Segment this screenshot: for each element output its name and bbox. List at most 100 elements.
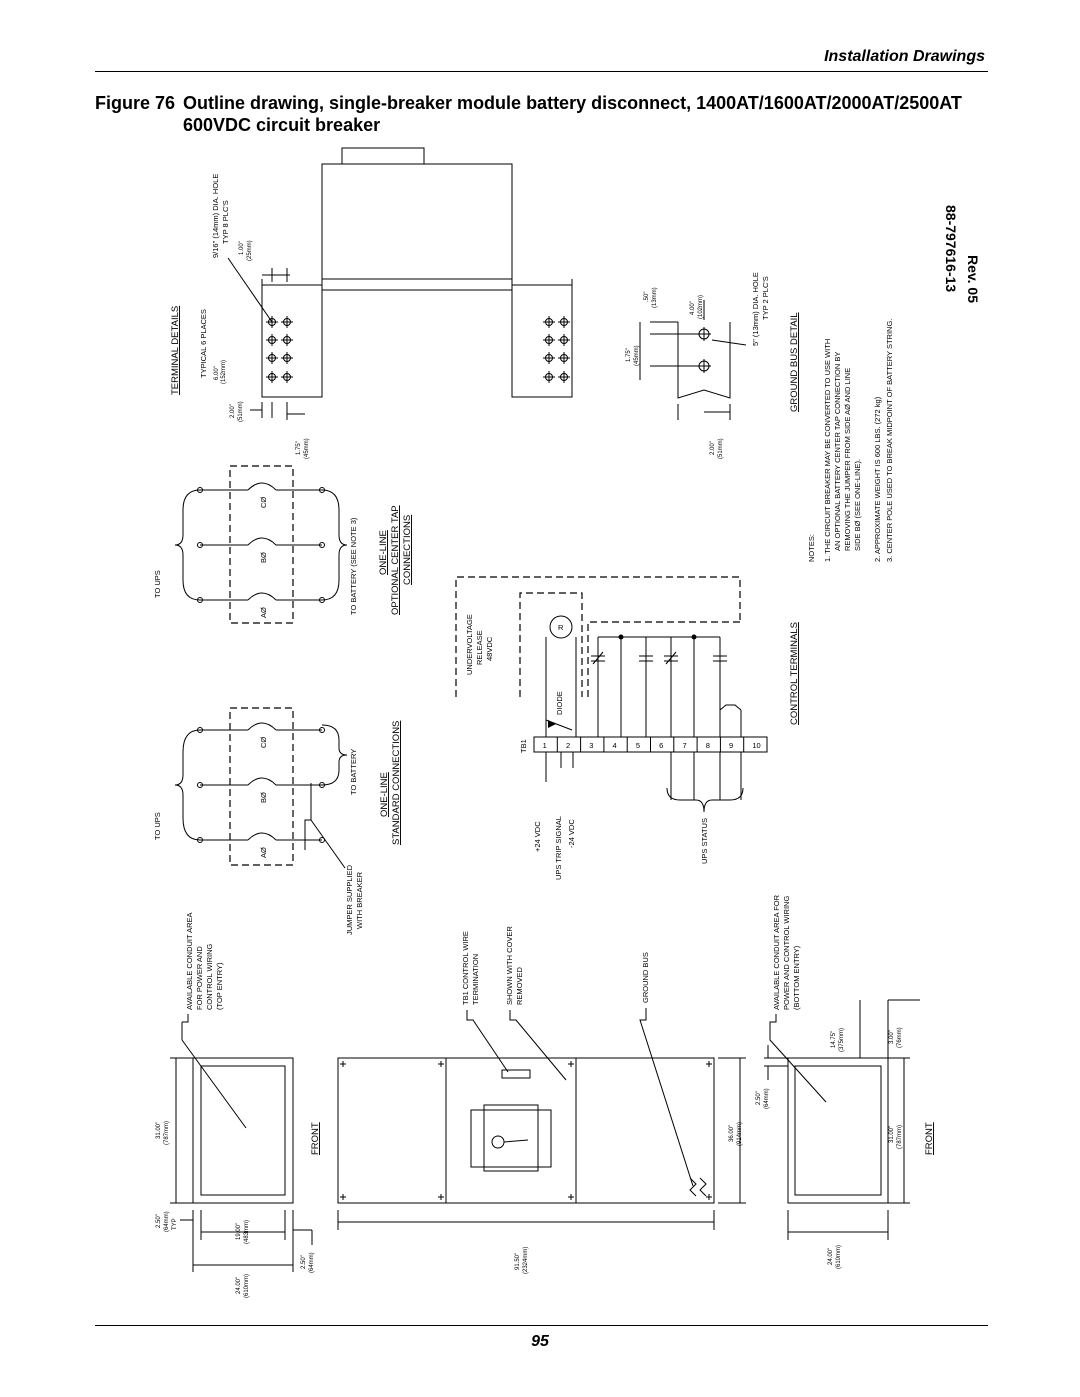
std-pole bbox=[197, 777, 325, 788]
fastener-mark bbox=[340, 1061, 346, 1067]
dim-31-a-group: 31.00" (787mm) bbox=[156, 1121, 170, 1145]
dim-36-mm: (914mm) bbox=[737, 1122, 743, 1146]
dim-250-c: 2.50" bbox=[756, 1091, 762, 1105]
note-1b: AN OPTIONAL BATTERY CENTER TAP CONNECTIO… bbox=[833, 352, 842, 551]
opt-pole bbox=[197, 592, 325, 603]
cover-callout-2: REMOVED bbox=[515, 966, 524, 1005]
figure-label: Figure 76 bbox=[95, 93, 176, 113]
gb-title-group: GROUND BUS DETAIL bbox=[789, 312, 800, 412]
dim-36: 36.00" bbox=[729, 1125, 735, 1142]
dim-915-group: 91.50" (2324mm) bbox=[515, 1247, 529, 1274]
minus24-label: -24 VDC bbox=[567, 819, 576, 848]
opt-pole-label: AØ bbox=[259, 607, 268, 618]
dim-19-group: 19.00" (483mm) bbox=[236, 1220, 250, 1244]
dim-24-a-group: 24.00" (610mm) bbox=[236, 1274, 250, 1298]
notes-block: NOTES: 1. THE CIRCUIT BREAKER MAY BE CON… bbox=[807, 319, 894, 562]
terminal-hole bbox=[281, 334, 293, 346]
caption-line-1: Outline drawing, single-breaker module b… bbox=[183, 93, 962, 113]
terminal-details-labels: TERMINAL DETAILS bbox=[170, 306, 181, 395]
tb1-terminal: 1 bbox=[543, 741, 547, 750]
bottom-conduit-callout: AVAILABLE CONDUIT AREA FOR POWER AND CON… bbox=[772, 894, 801, 1010]
note-1d: SIDE BØ (SEE ONE-LINE). bbox=[853, 459, 862, 551]
std-pole-label: AØ bbox=[259, 847, 268, 858]
hole-note-group: 9/16" (14mm) DIA. HOLE TYP 8 PLC'S bbox=[211, 174, 230, 258]
jumper-group: JUMPER SUPPLIED WITH BREAKER bbox=[345, 864, 364, 935]
drawing-number: 88-797616-13 bbox=[943, 205, 959, 292]
front-label-a: FRONT bbox=[310, 1122, 321, 1155]
tb1-terminal: 2 bbox=[566, 741, 570, 750]
main-cabinet-view bbox=[337, 1057, 746, 1230]
dim-1475: 14.75" bbox=[831, 1031, 837, 1048]
dim-250-a: 2.50" bbox=[156, 1214, 162, 1228]
cover-callout: SHOWN WITH COVER REMOVED bbox=[505, 926, 524, 1005]
fastener-mark bbox=[706, 1194, 712, 1200]
top-conduit-1: AVAILABLE CONDUIT AREA bbox=[185, 912, 194, 1010]
gb-dim-050-group: .50" (13mm) bbox=[644, 287, 658, 308]
terminal-hole bbox=[543, 352, 555, 364]
dim-19-mm: (483mm) bbox=[244, 1220, 250, 1244]
std-title-1: ONE-LINE bbox=[379, 772, 390, 817]
terminal-hole bbox=[266, 334, 278, 346]
dim-175-group: 1.75" (45mm) bbox=[296, 438, 310, 459]
gb-dim-050: .50" bbox=[644, 292, 650, 302]
plus24-label: +24 VDC bbox=[533, 821, 542, 852]
opt-pole bbox=[197, 482, 325, 493]
std-pole-label: BØ bbox=[259, 792, 268, 803]
front-label-b: FRONT bbox=[924, 1122, 935, 1155]
gb-hole-note-group: 5" (13mm) DIA. HOLE TYP 2 PLC'S bbox=[751, 272, 770, 346]
dim-300: 3.00" bbox=[889, 1030, 895, 1044]
dim-1475-group: 14.75" (375mm) bbox=[831, 1028, 845, 1052]
cover-callout-1: SHOWN WITH COVER bbox=[505, 926, 514, 1005]
opt-to-ups: TO UPS bbox=[153, 570, 162, 598]
plus24-group: +24 VDC bbox=[533, 821, 542, 852]
tb1-callout-2: TERMINATION bbox=[471, 954, 480, 1005]
gb-dim-400-group: 4.00" (102mm) bbox=[690, 295, 704, 319]
gb-hole-note-1: 5" (13mm) DIA. HOLE bbox=[751, 272, 760, 346]
top-conduit-3: CONTROL WIRING bbox=[205, 943, 214, 1010]
terminal-details-title: TERMINAL DETAILS bbox=[170, 306, 181, 395]
ct-title: CONTROL TERMINALS bbox=[789, 622, 800, 725]
diode-label: DIODE bbox=[555, 691, 564, 715]
dim-19: 19.00" bbox=[236, 1223, 242, 1240]
jumper-1: JUMPER SUPPLIED bbox=[345, 864, 354, 935]
tb1-callout: TB1 CONTROL WIRE TERMINATION bbox=[461, 931, 480, 1005]
std-to-battery: TO BATTERY bbox=[349, 749, 358, 795]
terminal-hole bbox=[543, 316, 555, 328]
dim-24-b: 24.00" bbox=[828, 1248, 834, 1265]
tb1-terminal: 6 bbox=[659, 741, 663, 750]
relay-r: R bbox=[558, 623, 564, 632]
dim-31-a-mm: (787mm) bbox=[164, 1121, 170, 1145]
diode-label-group: DIODE bbox=[555, 691, 564, 715]
front-b-group: FRONT bbox=[924, 1122, 935, 1155]
tb1-callout-1: TB1 CONTROL WIRE bbox=[461, 931, 470, 1005]
terminal-hole bbox=[558, 316, 570, 328]
minus24-group: -24 VDC bbox=[567, 819, 576, 848]
terminal-hole bbox=[281, 352, 293, 364]
dim-31-a: 31.00" bbox=[156, 1122, 162, 1139]
gb-dim-400-mm: (102mm) bbox=[698, 295, 704, 319]
gb-dim-200-mm: (51mm) bbox=[718, 438, 724, 459]
drawing-number-block: 88-797616-13 Rev. 05 bbox=[943, 205, 981, 303]
cabinet-fastener-marks bbox=[340, 1061, 712, 1200]
jumper-2: WITH BREAKER bbox=[355, 871, 364, 929]
caption-line-2: 600VDC circuit breaker bbox=[183, 115, 381, 135]
dim-250-b-group: 2.50" (64mm) bbox=[301, 1252, 315, 1273]
terminal-hole bbox=[266, 371, 278, 383]
std-title-2: STANDARD CONNECTIONS bbox=[391, 721, 402, 845]
opt-pole-label: CØ bbox=[259, 497, 268, 508]
dim-300-group: 3.00" (76mm) bbox=[889, 1027, 903, 1048]
tb1-terminal: 9 bbox=[729, 741, 733, 750]
opt-to-ups-group: TO UPS bbox=[153, 570, 162, 598]
gb-dim-050-mm: (13mm) bbox=[652, 287, 658, 308]
terminal-hole bbox=[558, 371, 570, 383]
gb-dim-175-group: 1.75" (45mm) bbox=[626, 345, 640, 366]
tb1-terminal: 7 bbox=[682, 741, 686, 750]
opt-title-group: ONE-LINE OPTIONAL CENTER TAP CONNECTIONS bbox=[378, 505, 413, 615]
trip-label: UPS TRIP SIGNAL bbox=[554, 816, 563, 880]
opt-title-2: OPTIONAL CENTER TAP bbox=[390, 505, 401, 615]
dim-175-mm: (45mm) bbox=[304, 438, 310, 459]
opt-title-3: CONNECTIONS bbox=[402, 515, 413, 585]
dim-200-group: 2.00" (51mm) bbox=[230, 401, 244, 422]
